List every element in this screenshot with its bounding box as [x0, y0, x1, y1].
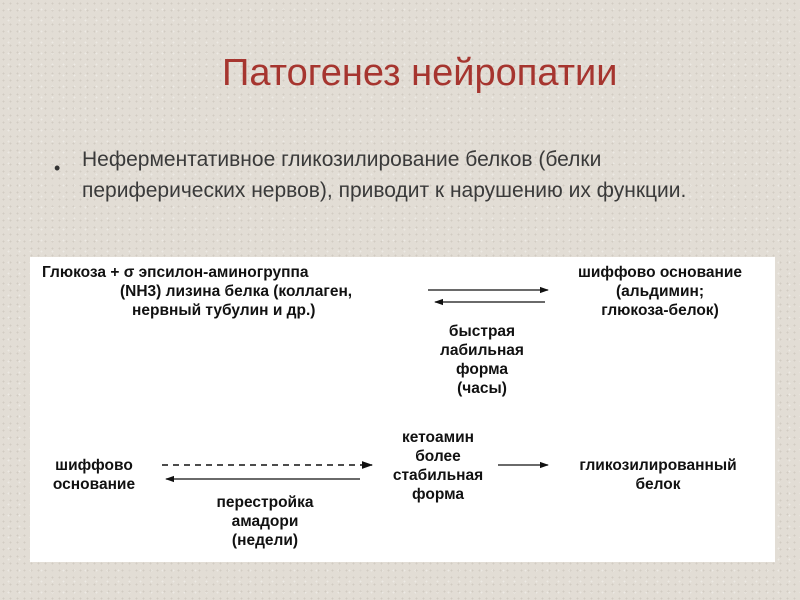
bullet-marker: •: [54, 158, 61, 178]
schiff-base-bottom-label: шиффово основание: [52, 457, 136, 493]
glycation-diagram: Глюкоза + σ эпсилон-аминогруппа (NH3) ли…: [30, 257, 775, 562]
ketoamine-label: кетоамин более стабильная форма: [392, 429, 484, 503]
slide-title: Патогенез нейропатии: [222, 52, 618, 94]
glucose-label: Глюкоза + σ эпсилон-аминогруппа (NH3) ли…: [42, 264, 353, 319]
bullet-text: Неферментативное гликозилирование белков…: [82, 148, 687, 202]
schiff-base-top-label: шиффово основание (альдимин; глюкоза-бел…: [577, 264, 743, 319]
labile-form-label: быстрая лабильная форма (часы): [440, 323, 524, 397]
amadori-label: перестройка амадори (недели): [216, 494, 314, 549]
glycated-protein-label: гликозилированный белок: [579, 457, 737, 493]
diagram-arrows: [162, 286, 549, 483]
